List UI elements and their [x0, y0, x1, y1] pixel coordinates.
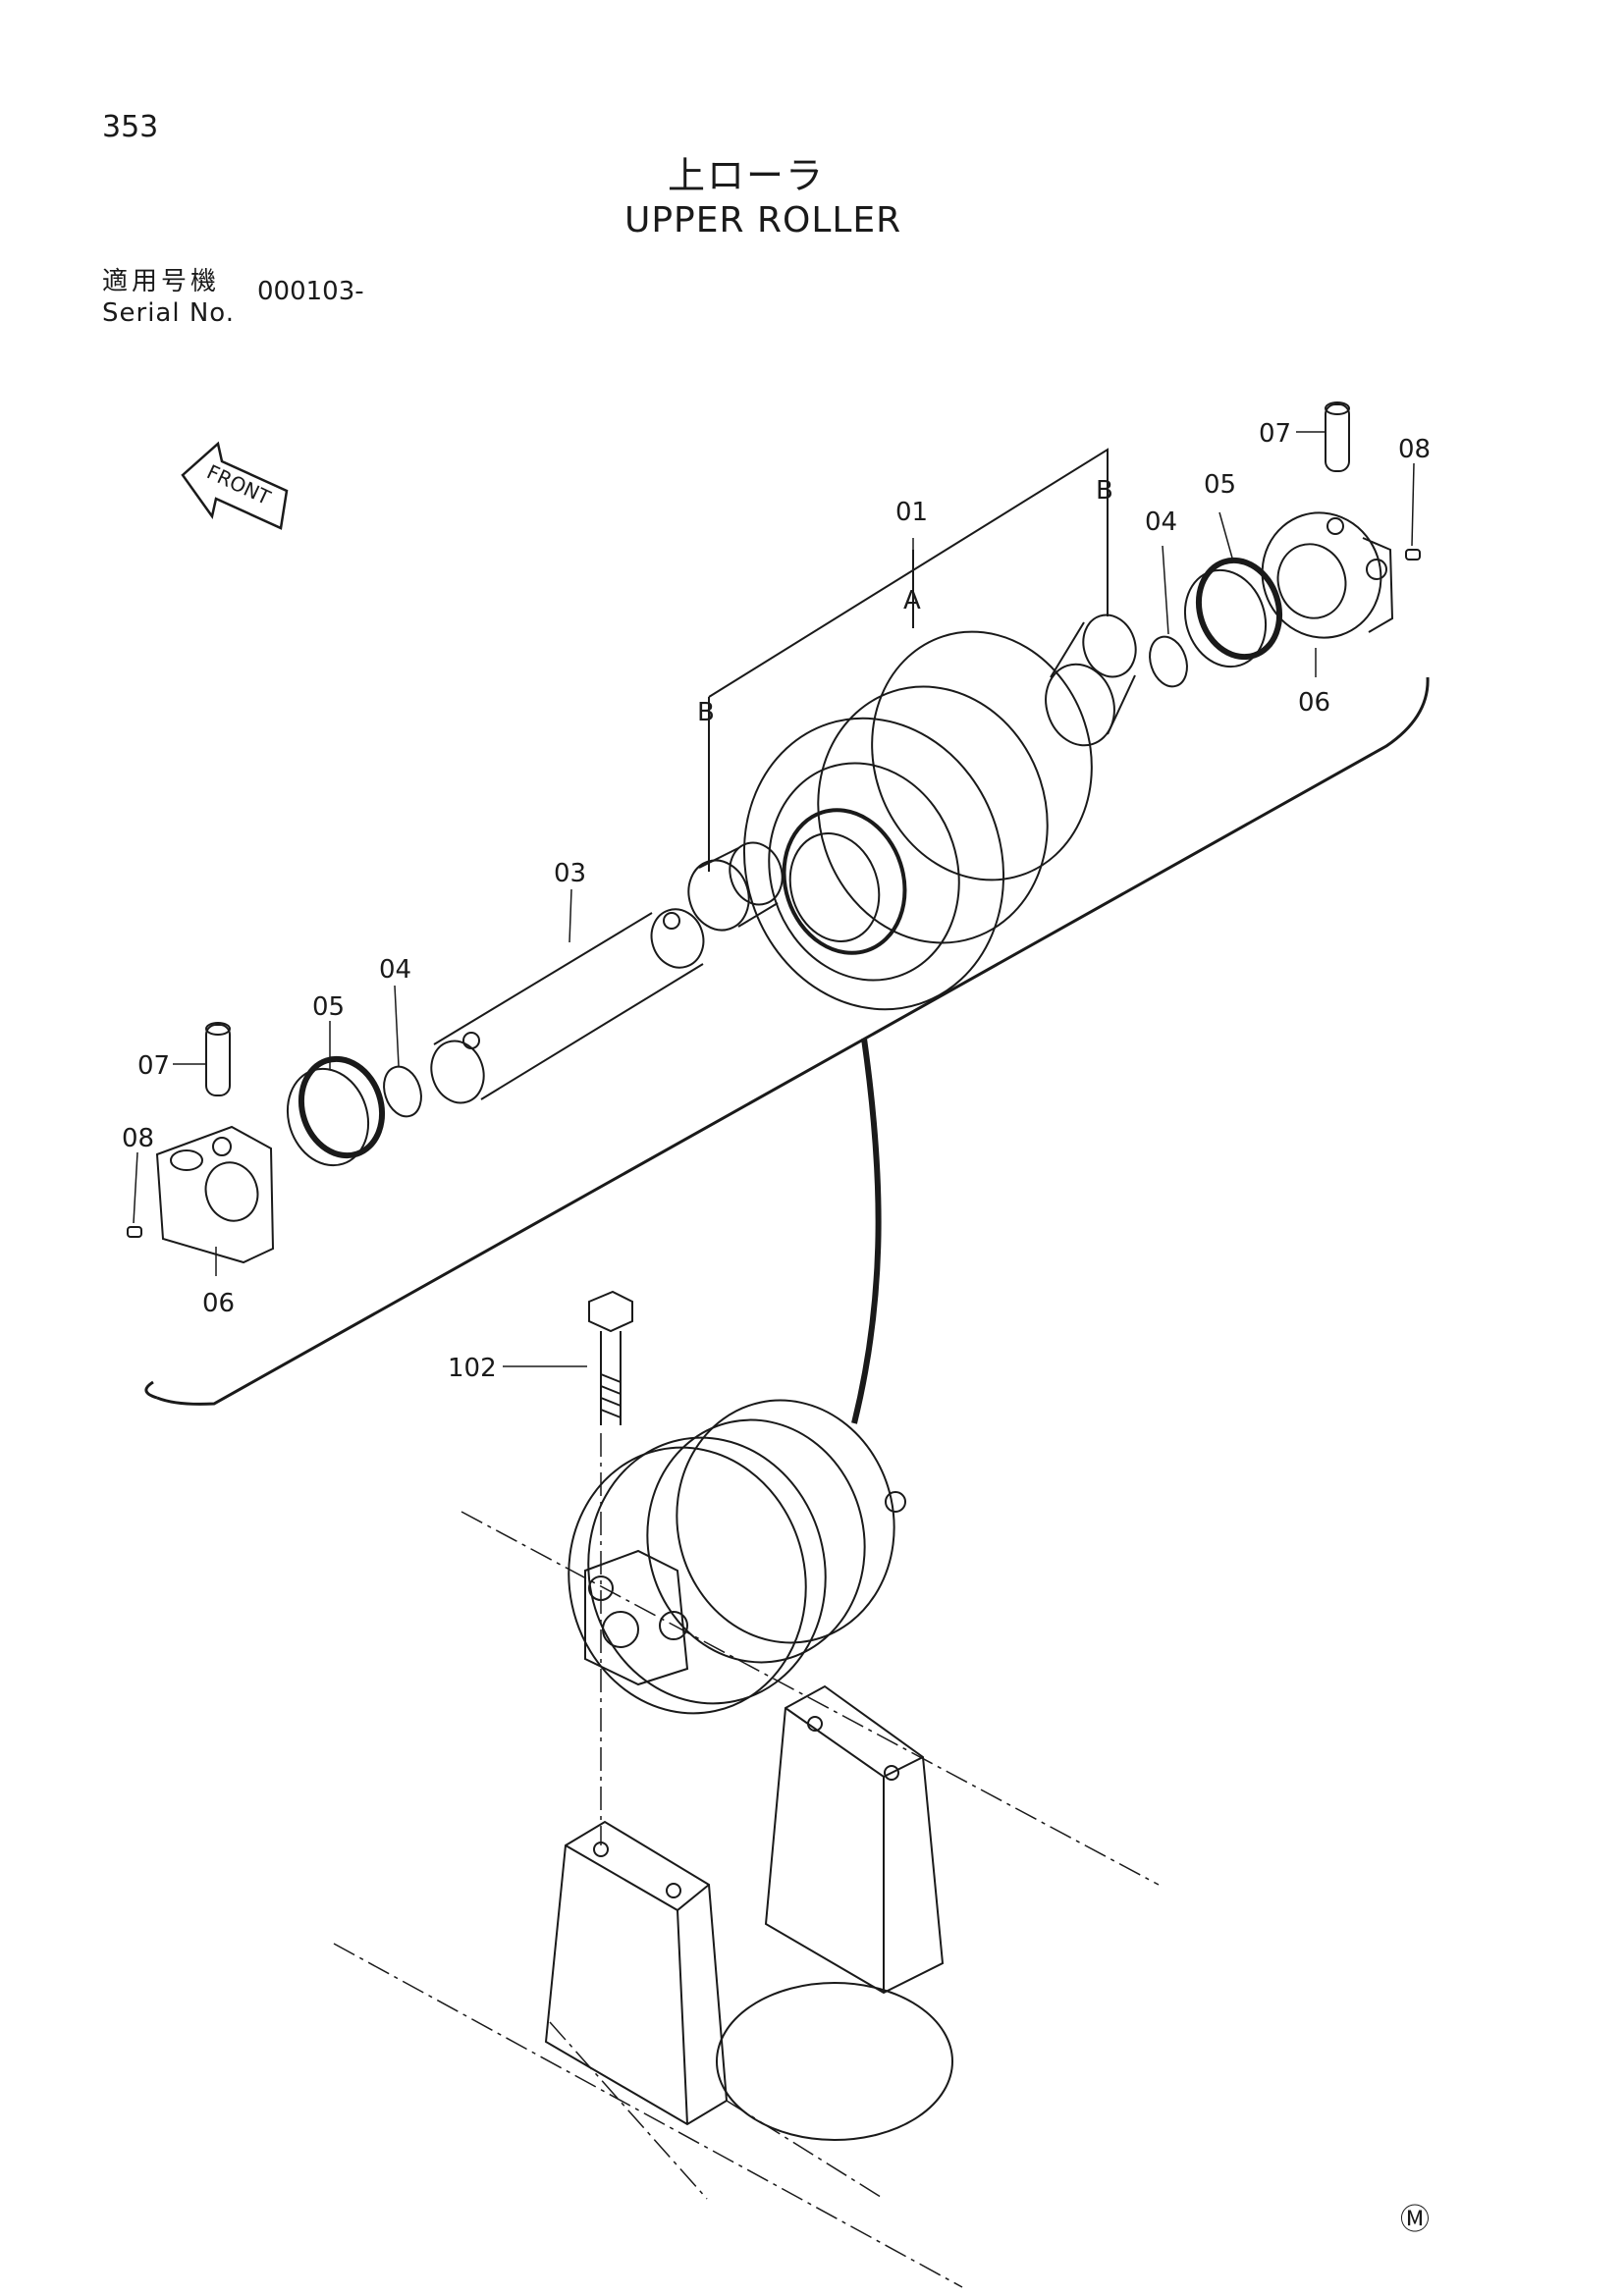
bolt-102: [588, 1290, 633, 1425]
callout-08-left: 08: [122, 1124, 154, 1153]
callout-08-right: 08: [1398, 435, 1431, 464]
callout-a: A: [903, 586, 921, 615]
oring-04-right: [1149, 635, 1188, 688]
screw-08-right: [1405, 549, 1421, 561]
callout-01: 01: [895, 498, 928, 527]
pin-07-right: [1325, 401, 1350, 472]
callout-07-left: 07: [137, 1051, 170, 1081]
screw-08-left: [127, 1226, 142, 1238]
callout-102: 102: [448, 1354, 497, 1383]
callout-04-left: 04: [379, 955, 411, 985]
serial-label-japanese: 適用号機: [102, 267, 221, 296]
callout-06-right: 06: [1298, 688, 1330, 718]
seal-05-right: [1183, 557, 1283, 668]
mounting-stand-front: [544, 1820, 729, 2126]
front-arrow-icon: FRONT: [181, 441, 289, 530]
seal-05-left: [286, 1055, 386, 1167]
shaft-03: [430, 908, 705, 1104]
bushing-right: [1045, 614, 1137, 747]
pin-07-left: [205, 1022, 231, 1096]
oring-04-left: [383, 1065, 422, 1118]
callout-05-right: 05: [1204, 470, 1236, 500]
callout-06-left: 06: [202, 1289, 235, 1318]
reference-bracket: [708, 448, 1109, 698]
page-title: UPPER ROLLER: [624, 200, 902, 240]
serial-label: Serial No.: [102, 298, 235, 328]
bracket-06-left: [155, 1125, 275, 1264]
page-number: 353: [102, 110, 159, 144]
frame-opening: [716, 1982, 953, 2141]
mounting-stand-rear: [764, 1684, 945, 1995]
mark-symbol: Ⓜ: [1400, 2203, 1430, 2237]
callout-03: 03: [554, 859, 586, 888]
callout-04-right: 04: [1145, 507, 1177, 537]
callout-05-left: 05: [312, 992, 345, 1022]
callout-07-right: 07: [1259, 419, 1291, 449]
bracket-06-right: [1261, 511, 1394, 639]
page-title-japanese: 上ローラ: [668, 154, 826, 197]
assembly-frame-outline: [156, 676, 1430, 1406]
connector-line: [851, 1038, 882, 1424]
callout-b-upper: B: [1096, 476, 1113, 506]
serial-value: 000103-: [257, 277, 364, 306]
bushing-left: [687, 841, 784, 932]
installed-roller: [568, 1399, 906, 1715]
roller-01: [742, 630, 1093, 1011]
callout-b-lower: B: [697, 698, 715, 727]
